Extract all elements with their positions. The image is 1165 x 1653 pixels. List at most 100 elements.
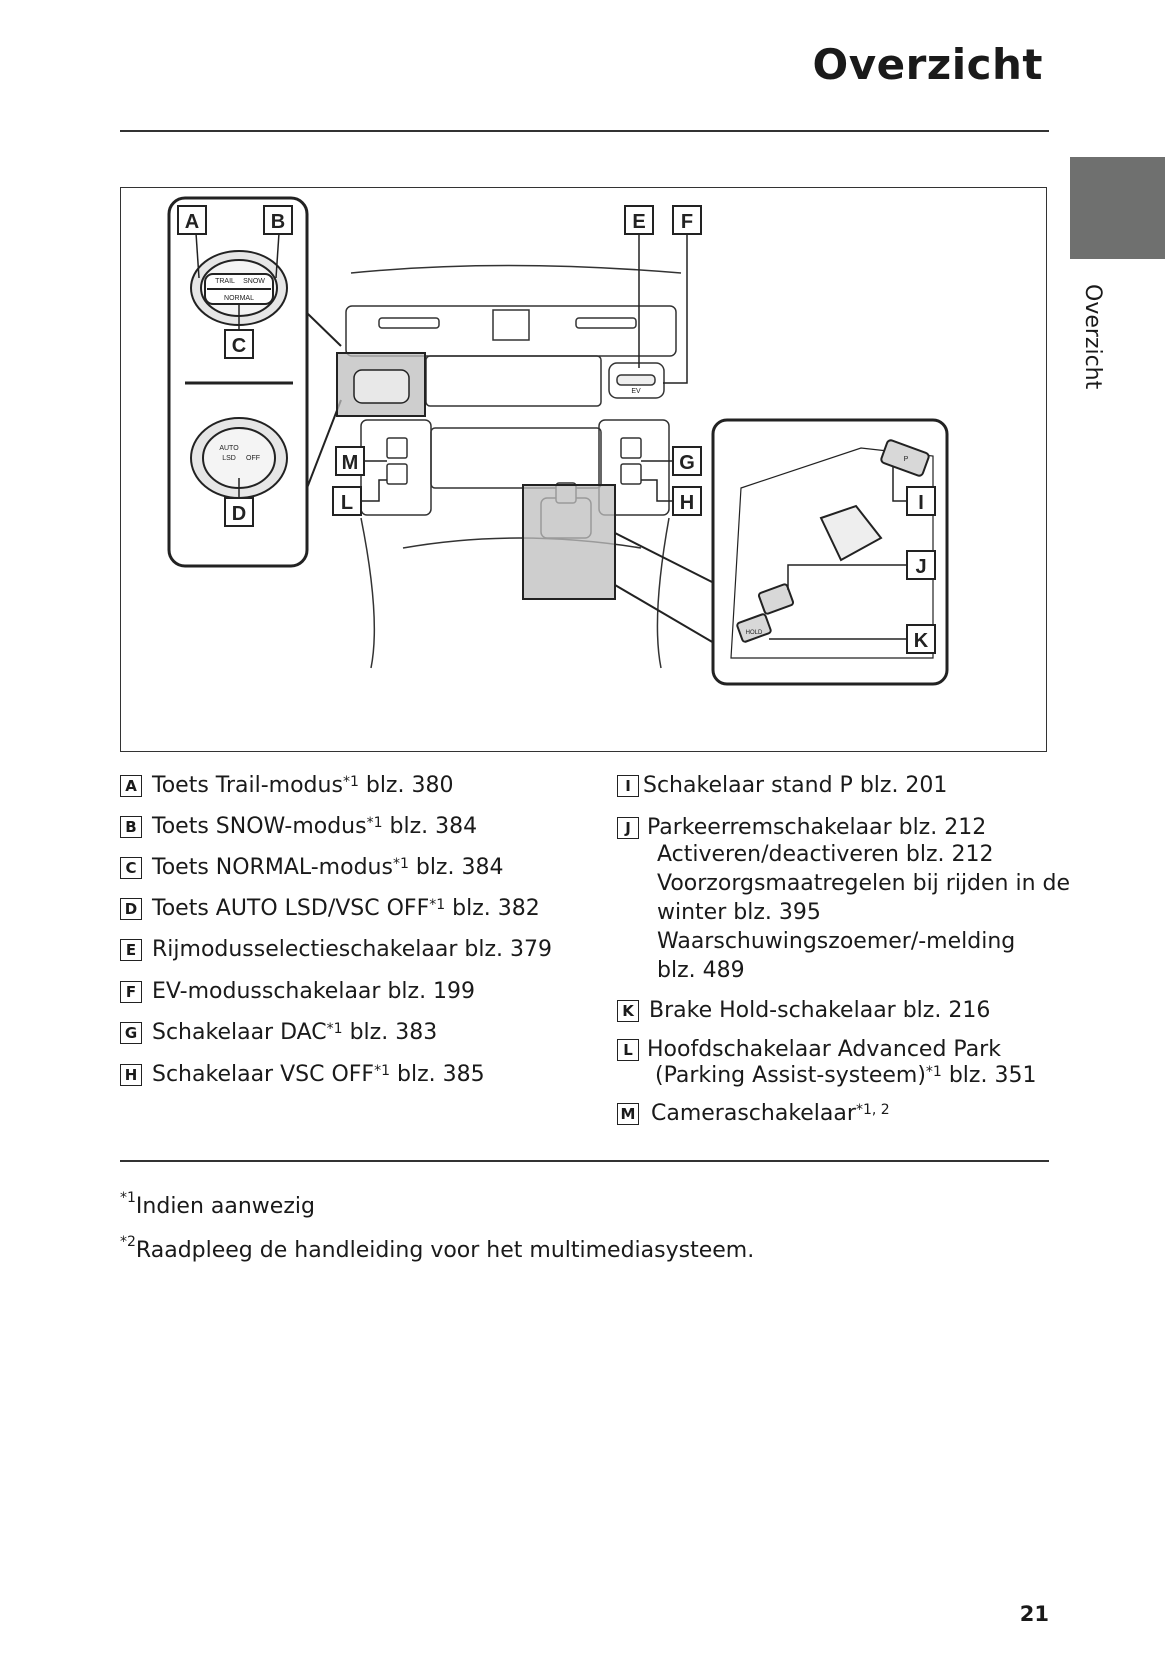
callout-b: B — [263, 205, 293, 235]
legend-text: Toets Trail-modus — [152, 773, 343, 798]
callout-i: I — [906, 486, 936, 516]
section-tab[interactable] — [1070, 157, 1165, 259]
legend-page: blz. 380 — [358, 773, 454, 798]
legend-subitem: Voorzorgsmaatregelen bij rijden in de — [657, 871, 1071, 896]
svg-text:A: A — [185, 211, 199, 233]
dashboard-drawing: TRAIL SNOW NORMAL AUTO LSD OFF — [167, 196, 949, 686]
footnote: *2Raadpleeg de handleiding voor het mult… — [120, 1234, 754, 1263]
svg-text:C: C — [232, 335, 246, 357]
legend-text: (Parking Assist-systeem) — [655, 1063, 926, 1088]
normal-mark: NORMAL — [224, 295, 254, 302]
legend-item: A Toets Trail-modus*1 blz. 380 — [120, 773, 453, 799]
svg-text:K: K — [914, 630, 929, 652]
snow-mark: SNOW — [243, 278, 265, 285]
footnote-mark: *2 — [120, 1234, 136, 1250]
p-mark: P — [904, 456, 909, 463]
legend-text: Schakelaar DAC — [152, 1020, 327, 1045]
legend-letter: F — [120, 981, 142, 1003]
svg-text:G: G — [679, 452, 695, 474]
lsd-mark: LSD — [222, 455, 236, 462]
dashboard-illustration: TRAIL SNOW NORMAL AUTO LSD OFF — [120, 187, 1047, 752]
auto-mark: AUTO — [219, 445, 239, 452]
legend-letter: G — [120, 1022, 142, 1044]
right-inset — [711, 418, 949, 686]
left-inset — [167, 196, 342, 568]
legend-letter: J — [617, 817, 639, 839]
svg-text:L: L — [341, 492, 353, 514]
legend-subitem: blz. 489 — [657, 958, 745, 983]
legend-page: blz. 384 — [408, 855, 504, 880]
legend-letter: B — [120, 816, 142, 838]
svg-text:E: E — [632, 211, 645, 233]
callout-j: J — [906, 550, 936, 580]
legend-sup: *1 — [342, 774, 359, 790]
page-title: Overzicht — [812, 40, 1043, 89]
off-mark: OFF — [246, 455, 260, 462]
legend-text: Schakelaar stand P blz. 201 — [643, 773, 948, 798]
legend-page: blz. 384 — [382, 814, 478, 839]
legend-sup: *1 — [374, 1063, 391, 1079]
shift-highlight — [522, 484, 616, 600]
callout-h: H — [672, 486, 702, 516]
svg-text:H: H — [680, 492, 694, 514]
center-console — [345, 264, 682, 669]
legend-subitem: Waarschuwingszoemer/-melding — [657, 929, 1016, 954]
legend-text: Toets AUTO LSD/VSC OFF — [152, 896, 430, 921]
legend-sup: *1 — [429, 897, 446, 913]
legend-letter: L — [617, 1039, 639, 1061]
legend-text: Toets NORMAL-modus — [152, 855, 393, 880]
callout-e: E — [624, 205, 654, 235]
callout-g: G — [672, 446, 702, 476]
legend-letter: K — [617, 1000, 639, 1022]
svg-text:F: F — [681, 211, 693, 233]
callout-f: F — [672, 205, 702, 235]
svg-text:B: B — [271, 211, 285, 233]
callout-c: C — [224, 329, 254, 359]
legend-item: B Toets SNOW-modus*1 blz. 384 — [120, 814, 477, 840]
callout-m: M — [335, 446, 365, 476]
legend-item: H Schakelaar VSC OFF*1 blz. 385 — [120, 1062, 485, 1088]
legend-letter: D — [120, 898, 142, 920]
legend-subitem: (Parking Assist-systeem)*1 blz. 351 — [655, 1063, 1036, 1089]
svg-text:I: I — [918, 492, 924, 514]
legend-page: blz. 385 — [390, 1062, 485, 1087]
header-divider — [120, 130, 1049, 132]
callout-a: A — [177, 205, 207, 235]
legend-text: Parkeerremschakelaar blz. 212 — [647, 815, 987, 840]
callout-k: K — [906, 624, 936, 654]
legend-text: Rijmodusselectieschakelaar blz. 379 — [152, 937, 552, 962]
legend-subitem: winter blz. 395 — [657, 900, 821, 925]
footnote: *1Indien aanwezig — [120, 1190, 315, 1219]
ev-mark: EV — [631, 388, 641, 395]
legend-page: blz. 383 — [342, 1020, 438, 1045]
legend-sup: *1 — [366, 815, 383, 831]
legend-page: blz. 382 — [445, 896, 540, 921]
legend-item: C Toets NORMAL-modus*1 blz. 384 — [120, 855, 503, 881]
legend-text: Schakelaar VSC OFF — [152, 1062, 375, 1087]
svg-text:M: M — [342, 452, 359, 474]
legend-letter: A — [120, 775, 142, 797]
legend-item: D Toets AUTO LSD/VSC OFF*1 blz. 382 — [120, 896, 540, 922]
svg-text:D: D — [232, 503, 246, 525]
legend-subitem: Activeren/deactiveren blz. 212 — [657, 842, 994, 867]
legend-sup: *1 — [925, 1064, 942, 1080]
footnote-mark: *1 — [120, 1190, 136, 1206]
legend-sup: *1, 2 — [855, 1102, 890, 1118]
legend-letter: C — [120, 857, 142, 879]
legend-sup: *1 — [392, 856, 409, 872]
legend-item: J Parkeerremschakelaar blz. 212 — [617, 815, 986, 841]
legend-letter: H — [120, 1064, 142, 1086]
legend-page: blz. 351 — [941, 1063, 1037, 1088]
callout-l: L — [332, 486, 362, 516]
legend-text: Toets SNOW-modus — [152, 814, 367, 839]
trail-mark: TRAIL — [215, 278, 235, 285]
hold-mark: HOLD — [746, 630, 763, 636]
footnote-divider — [120, 1160, 1049, 1162]
